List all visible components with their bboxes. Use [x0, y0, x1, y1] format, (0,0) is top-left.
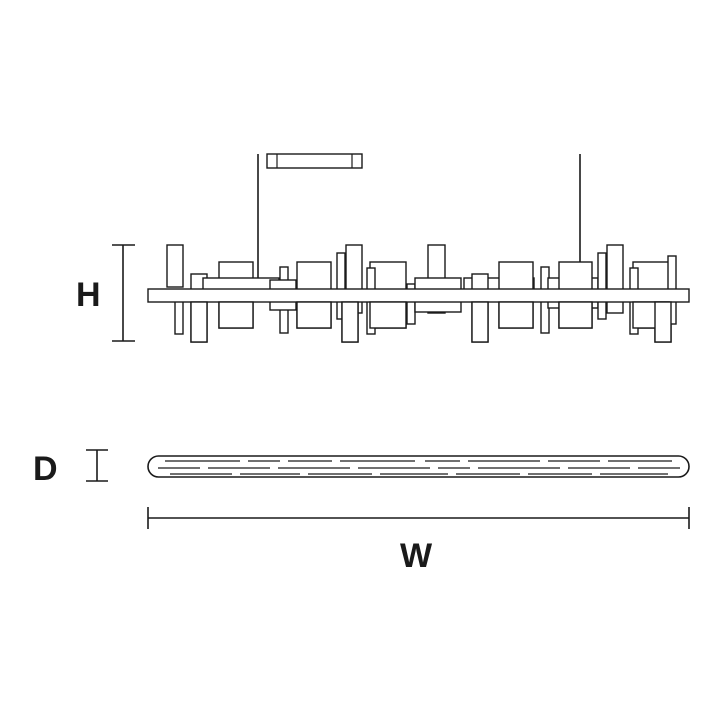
main-bar: [147, 288, 690, 303]
height-dimension: H: [76, 244, 135, 342]
top-view: D W: [33, 449, 690, 575]
height-label: H: [76, 276, 101, 314]
fixture-blocks-front: [190, 301, 672, 343]
width-dimension: W: [147, 507, 690, 575]
width-label: W: [400, 537, 433, 575]
top-view-segments: [158, 460, 680, 475]
ceiling-canopy: [266, 153, 363, 169]
depth-label: D: [33, 450, 58, 488]
depth-dimension: D: [33, 449, 108, 488]
front-elevation: H: [76, 153, 690, 343]
top-view-outline: [147, 455, 690, 478]
